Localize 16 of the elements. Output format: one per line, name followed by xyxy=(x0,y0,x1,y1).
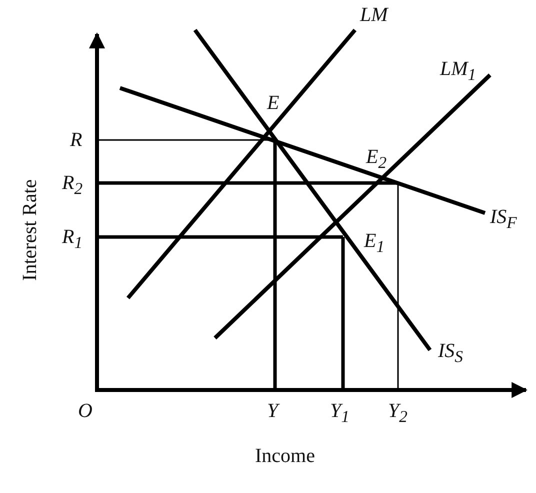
curve-label: IS$_{F}$ xyxy=(490,206,517,234)
point-label: E$_{1}$ xyxy=(364,230,385,258)
curve-label: IS$_{S}$ xyxy=(438,340,463,368)
tick-label: Y$_{1}$ xyxy=(330,400,350,428)
tick-label: R$_{2}$ xyxy=(62,172,83,200)
axis-title: Income xyxy=(255,445,315,467)
tick-label: Y xyxy=(267,400,278,422)
point-label: E xyxy=(267,92,280,114)
origin-label: O xyxy=(78,400,92,422)
point-label: E$_{2}$ xyxy=(366,146,387,174)
tick-label: R xyxy=(70,129,82,151)
axis-title: Interest Rate xyxy=(18,179,41,281)
tick-label: R$_{1}$ xyxy=(62,226,83,254)
curve-label: LM$_{1}$ xyxy=(440,58,476,86)
tick-label: Y$_{2}$ xyxy=(388,400,408,428)
curve-label: LM xyxy=(360,4,388,26)
